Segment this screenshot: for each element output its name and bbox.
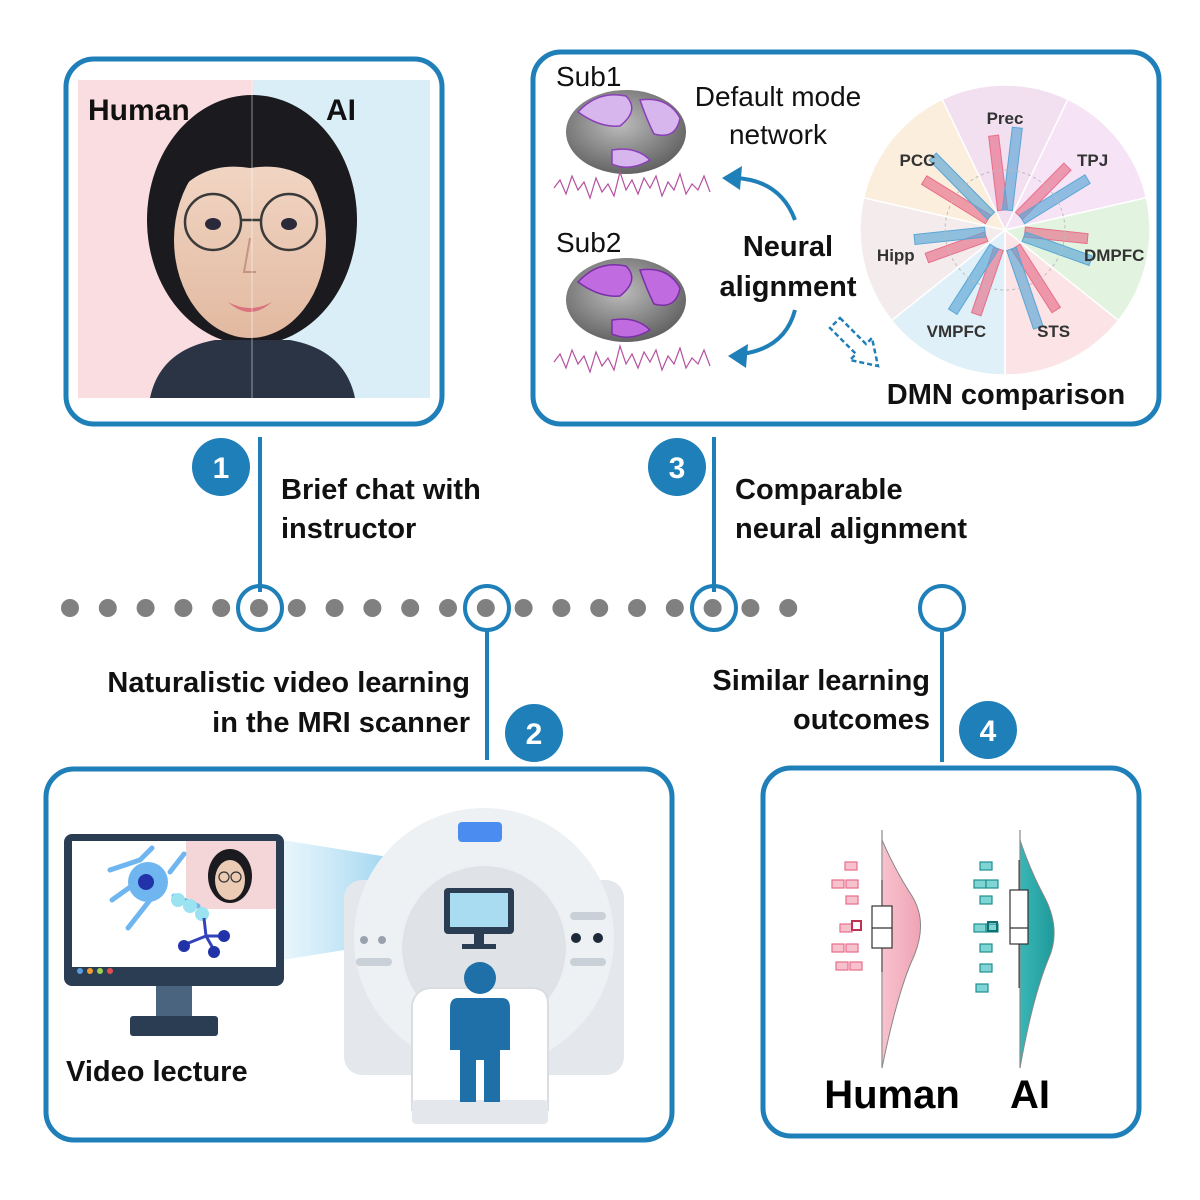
timeline-dot: [325, 599, 344, 617]
panel-human-ai-instructor: Human AI: [63, 56, 445, 427]
polar-bar: [920, 175, 992, 225]
polar-bar: [1010, 243, 1062, 314]
mri-scanner-icon: [344, 808, 624, 1124]
label-sub2: Sub2: [556, 227, 621, 258]
polar-region-label: VMPFC: [927, 322, 987, 341]
group-label-human: Human: [824, 1073, 960, 1117]
panel-neural-alignment: Sub1 Sub2 Default mode network Neural al…: [530, 49, 1162, 427]
label-human: Human: [88, 94, 190, 127]
polar-sector: [941, 84, 1069, 232]
polar-bar: [1014, 162, 1072, 220]
step1-line1: Brief chat with: [281, 474, 481, 506]
alignment-arrow-down: [741, 309, 797, 356]
timeline-dot: [401, 599, 420, 617]
signal-wave-icon: [553, 169, 711, 200]
step-number-4: 4: [980, 715, 997, 748]
polar-bar: [1023, 226, 1089, 245]
video-lecture-label: Video lecture: [66, 1056, 248, 1088]
step4-line2: outcomes: [793, 704, 930, 736]
polar-region-label: TPJ: [1077, 151, 1108, 170]
timeline-dot: [98, 599, 117, 617]
dmn-comparison-label: DMN comparison: [887, 379, 1125, 411]
timeline-dot: [61, 599, 79, 617]
step3-line2: neural alignment: [735, 513, 967, 545]
polar-bar: [988, 134, 1009, 212]
panel-learning-outcomes: Human AI: [760, 765, 1142, 1139]
polar-bar: [947, 243, 1000, 316]
timeline-dot: [439, 599, 457, 617]
polar-region-label: Hipp: [877, 246, 915, 265]
timeline-dot: [779, 599, 798, 617]
dmn-title-line1: Default mode: [695, 81, 862, 112]
timeline-marker-4: [918, 584, 966, 632]
neural-alignment-line2: alignment: [720, 271, 857, 303]
step-badge-3: [648, 438, 706, 496]
step-number-3: 3: [669, 452, 686, 485]
polar-bar: [1006, 246, 1044, 330]
dmn-title-line2: network: [729, 119, 828, 150]
polar-bar: [1018, 174, 1091, 225]
polar-region-label: STS: [1037, 322, 1070, 341]
label-ai: AI: [326, 94, 356, 127]
split-face-photo: [78, 80, 430, 398]
timeline-dot: [552, 599, 571, 617]
monitor-icon: [64, 834, 284, 1036]
neuron-icon: [107, 845, 230, 958]
timeline-dot: [136, 599, 155, 617]
timeline-dot: [590, 599, 609, 617]
raincloud-plot-icon: [831, 830, 1055, 1069]
person-icon: [450, 962, 510, 1102]
step4-line1: Similar learning: [712, 665, 930, 697]
timeline-dot: [628, 599, 646, 617]
panel-mri-video-learning: Video lecture: [43, 766, 675, 1143]
dashed-arrow-icon: [828, 316, 880, 368]
arrowhead-icon: [722, 166, 742, 190]
group-label-ai: AI: [1010, 1073, 1050, 1117]
polar-bar: [924, 231, 989, 264]
panel-frame: [760, 765, 1142, 1139]
timeline-dot: [476, 599, 495, 617]
step-number-2: 2: [526, 718, 543, 751]
polar-bar: [1021, 231, 1093, 267]
timeline-dot: [703, 599, 722, 617]
step2-line2: in the MRI scanner: [212, 707, 470, 739]
label-sub1: Sub1: [556, 61, 621, 92]
timeline-dot: [363, 599, 382, 617]
step-badge-1: [192, 438, 250, 496]
signal-wave-icon: [553, 343, 711, 374]
step2-line1: Naturalistic video learning: [107, 667, 470, 699]
timeline-dot: [741, 599, 760, 617]
timeline-dot: [665, 599, 684, 617]
step1-line2: instructor: [281, 513, 416, 545]
polar-region-label: PCC: [899, 151, 935, 170]
alignment-arrow-up: [734, 176, 797, 221]
timeline-dot: [287, 599, 306, 617]
step3-line1: Comparable: [735, 474, 903, 506]
brain-icon: [566, 258, 686, 342]
brain-icon: [566, 90, 686, 174]
polar-gridline: [944, 169, 1066, 291]
timeline-dot: [250, 599, 268, 617]
timeline-marker-1: [236, 584, 284, 632]
step-badge-4: [959, 701, 1017, 759]
timeline-dot: [174, 599, 193, 617]
timeline-dot: [514, 599, 533, 617]
timeline-dot: [212, 599, 231, 617]
timeline: [61, 599, 798, 617]
step-badge-2: [505, 704, 563, 762]
polar-bar: [913, 226, 987, 246]
arrowhead-icon: [728, 344, 748, 368]
step-number-1: 1: [213, 452, 230, 485]
neural-alignment-line1: Neural: [743, 231, 833, 263]
polar-bar: [970, 246, 1004, 317]
timeline-marker-3: [690, 584, 738, 632]
polar-bar: [928, 152, 996, 220]
polar-bar: [1001, 126, 1023, 212]
polar-region-label: DMPFC: [1084, 246, 1144, 265]
polar-region-label: Prec: [987, 109, 1024, 128]
